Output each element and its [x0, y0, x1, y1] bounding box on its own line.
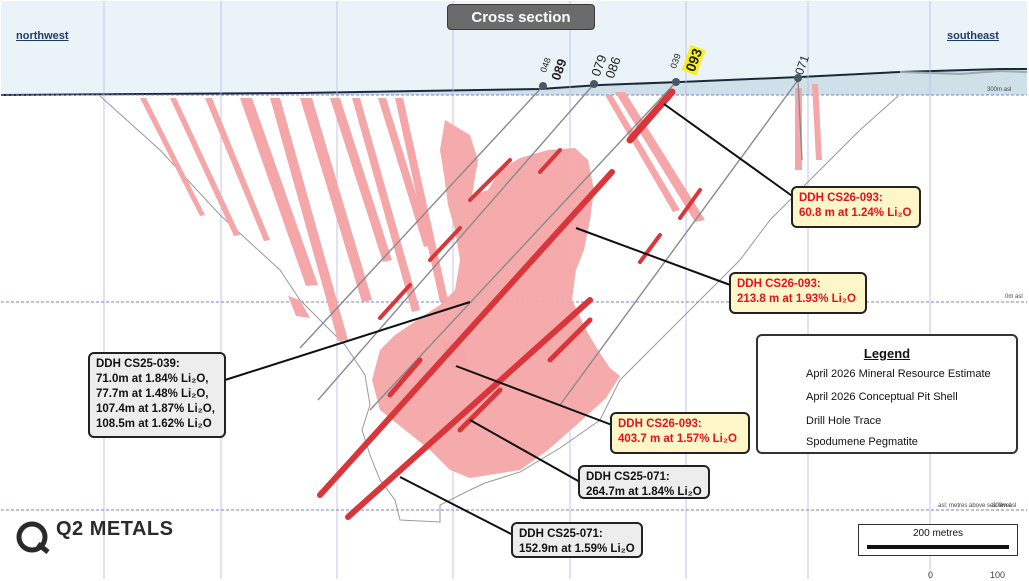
- collar-markers: [539, 74, 802, 90]
- callout-line: 403.7 m at 1.57% Li₂O: [618, 433, 737, 445]
- callout-line: DDH CS26-093:: [618, 418, 702, 430]
- callout-line: 264.7m at 1.84% Li₂O: [586, 486, 702, 498]
- elevation-label-minus300: -300m asl: [990, 503, 1017, 509]
- pegmatite-intercepts: [317, 88, 702, 520]
- asl-note: asl: metres above sea level: [938, 503, 1011, 509]
- legend-item-pit-shell: April 2026 Conceptual Pit Shell: [806, 391, 958, 403]
- leader-lines: [224, 103, 796, 537]
- callout-line: DDH CS26-093:: [799, 192, 883, 204]
- callout-line: DDH CS25-071:: [519, 528, 603, 540]
- elevation-label-300: 300m asl: [987, 87, 1012, 93]
- elevation-label-0: 0m asl: [1005, 294, 1023, 300]
- callout-cs26-093-middle: DDH CS26-093: 213.8 m at 1.93% Li₂O: [729, 272, 867, 314]
- callout-line: 60.8 m at 1.24% Li₂O: [799, 207, 912, 219]
- legend-item-resource: April 2026 Mineral Resource Estimate: [806, 368, 991, 380]
- drill-traces: [299, 79, 803, 411]
- scale-tick-100: 100: [990, 570, 1006, 580]
- scale-tick-0: 0: [928, 570, 934, 580]
- callout-line: DDH CS25-039:: [96, 358, 180, 370]
- scale-line: [867, 545, 1009, 549]
- company-logo: Q2 METALS: [14, 518, 173, 541]
- legend-item-pegmatite: Spodumene Pegmatite: [806, 436, 918, 448]
- legend-title: Legend: [863, 346, 911, 361]
- callout-cs26-093-upper: DDH CS26-093: 60.8 m at 1.24% Li₂O: [791, 186, 921, 228]
- direction-northwest: northwest: [16, 30, 69, 42]
- callout-line: 213.8 m at 1.93% Li₂O: [737, 293, 856, 305]
- callout-line: 77.7m at 1.48% Li₂O,: [96, 388, 209, 400]
- callout-cs26-093-lower: DDH CS26-093: 403.7 m at 1.57% Li₂O: [610, 412, 750, 454]
- section-title: Cross section: [447, 4, 595, 30]
- callout-line: DDH CS26-093:: [737, 278, 821, 290]
- scale-label: 200 metres: [912, 528, 964, 539]
- callout-line: DDH CS25-071:: [586, 471, 670, 483]
- legend-box: Legend April 2026 Mineral Resource Estim…: [756, 334, 1018, 454]
- callout-cs25-071-lower: DDH CS25-071: 152.9m at 1.59% Li₂O: [511, 522, 643, 558]
- callout-cs25-039: DDH CS25-039: 71.0m at 1.84% Li₂O, 77.7m…: [88, 352, 226, 438]
- pit-shell: [99, 95, 899, 523]
- q2-logo-mark: [16, 521, 50, 554]
- direction-southeast: southeast: [947, 30, 999, 42]
- callout-line: 71.0m at 1.84% Li₂O,: [96, 373, 209, 385]
- scale-bar: 200 metres: [858, 524, 1018, 556]
- callout-line: 108.5m at 1.62% Li₂O: [96, 418, 212, 430]
- callout-line: 152.9m at 1.59% Li₂O: [519, 543, 635, 555]
- logo-text: Q2 METALS: [56, 518, 174, 540]
- callout-line: 107.4m at 1.87% Li₂O,: [96, 403, 215, 415]
- resource-veins: [140, 84, 822, 372]
- legend-item-drill-trace: Drill Hole Trace: [806, 415, 882, 427]
- callout-cs25-071-upper: DDH CS25-071: 264.7m at 1.84% Li₂O: [578, 465, 710, 499]
- topography-fill: [1, 69, 1027, 95]
